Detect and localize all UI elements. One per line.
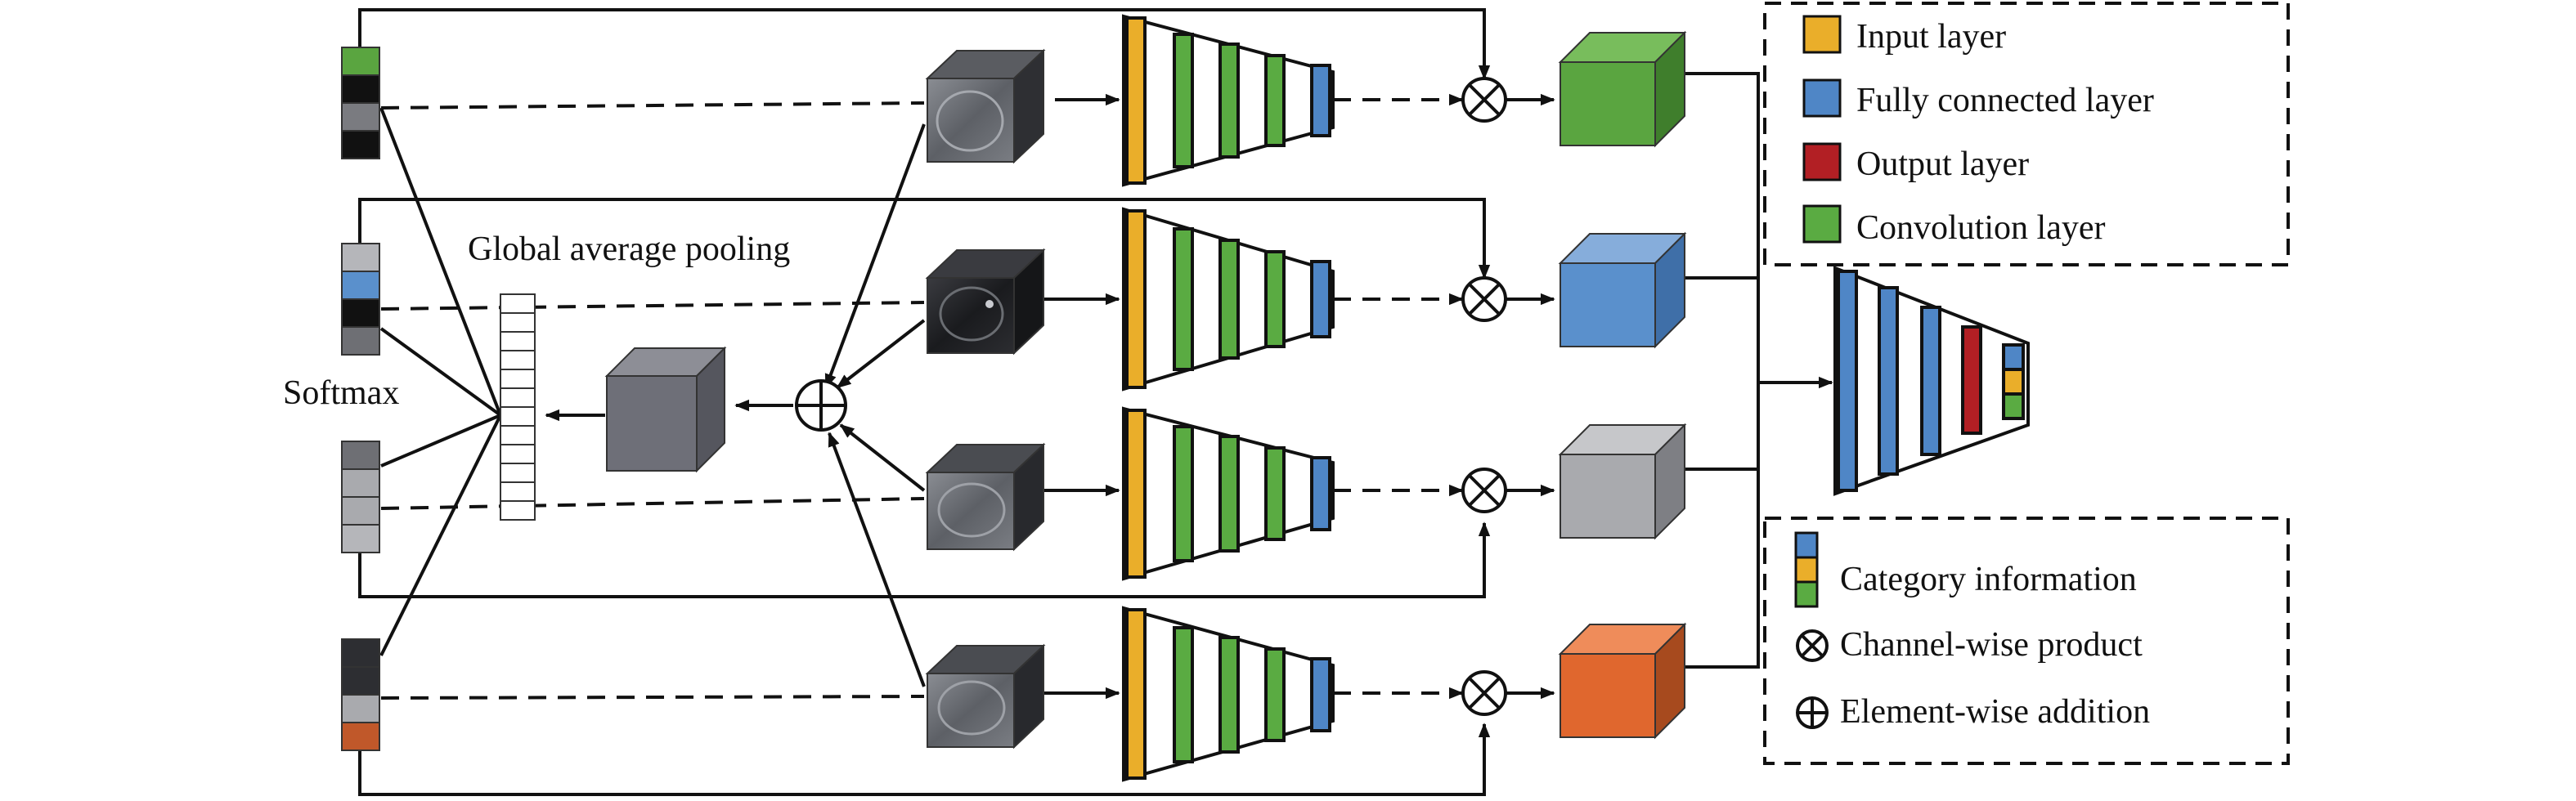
element-addition-node (795, 379, 847, 432)
softmax-vector-2 (341, 243, 380, 356)
gap-label: Global average pooling (468, 230, 790, 268)
element-addition-icon (1796, 696, 1829, 729)
channel-product-node-4 (1461, 670, 1507, 716)
legend-item-conv: Convolution layer (1802, 204, 2105, 247)
output-cube-orange (1558, 622, 1687, 740)
softmax-vector-4 (341, 638, 380, 751)
final-classifier (1833, 266, 2030, 496)
cnn-branch-2 (1122, 207, 1335, 392)
mri-slice-3 (925, 442, 1046, 552)
channel-product-node-3 (1461, 468, 1507, 513)
softmax-label: Softmax (283, 374, 399, 412)
legend-label-fc: Fully connected layer (1856, 82, 2154, 119)
legend-item-category (1794, 531, 1819, 608)
legend-label-element-addition: Element-wise addition (1840, 693, 2150, 731)
connection-lines (358, 8, 1833, 796)
legend-label-output: Output layer (1856, 145, 2029, 183)
legend-item-input: Input layer (1802, 15, 2006, 56)
channel-product-icon (1796, 629, 1829, 662)
output-cube-blue (1558, 231, 1687, 349)
gap-vector (500, 293, 536, 521)
channel-product-node-2 (1461, 276, 1507, 322)
channel-product-node-1 (1461, 77, 1507, 123)
cnn-branch-3 (1122, 406, 1335, 581)
legend-label-conv: Convolution layer (1856, 209, 2105, 247)
cnn-branch-4 (1122, 606, 1335, 782)
mri-slice-2 (925, 248, 1046, 356)
softmax-vector-1 (341, 47, 380, 159)
softmax-vector-3 (341, 441, 380, 553)
legend-item-fc: Fully connected layer (1802, 78, 2154, 119)
output-cube-green (1558, 30, 1687, 148)
mri-slice-4 (925, 643, 1046, 750)
legend-item-output: Output layer (1802, 142, 2029, 183)
legend-label-channel-product: Channel-wise product (1840, 626, 2143, 664)
legend-operations: Category information Channel-wise produc… (1763, 517, 2290, 765)
cnn-branch-1 (1122, 14, 1335, 187)
legend-layers: Input layer Fully connected layer Output… (1763, 2, 2290, 266)
output-cube-gray (1558, 423, 1687, 540)
legend-label-input: Input layer (1856, 18, 2006, 56)
pooled-cube (604, 346, 727, 473)
dashed-feature-lines (380, 93, 1464, 700)
legend-label-category: Category information (1840, 561, 2137, 598)
mri-slice-1 (925, 48, 1046, 164)
